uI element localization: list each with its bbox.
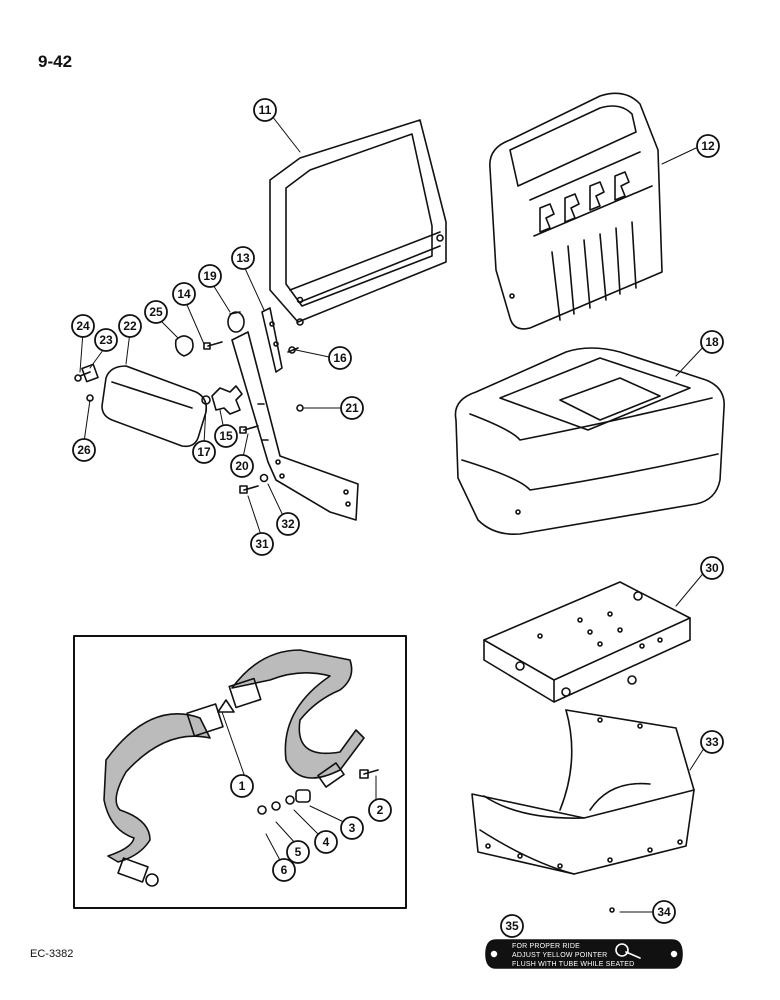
armrest-pad [101, 365, 208, 448]
callout-label-13: 13 [236, 251, 250, 265]
callout-label-20: 20 [235, 459, 249, 473]
callout-circle-35 [500, 914, 524, 938]
callout-label-17: 17 [197, 445, 211, 459]
leader-lines [79, 115, 709, 913]
callout-circle-11 [253, 98, 277, 122]
callout-circle-14 [172, 282, 196, 306]
callout-label-15: 15 [219, 429, 233, 443]
callout-label-2: 2 [377, 803, 384, 817]
armrest-bracket [227, 307, 359, 521]
callout-label-31: 31 [255, 537, 269, 551]
decal-plate [485, 939, 683, 969]
seat-belt-inset [73, 635, 407, 909]
page-number: 9-42 [38, 52, 73, 71]
seat-boot [471, 709, 695, 913]
callout-label-33: 33 [705, 735, 719, 749]
callout-circle-22 [118, 314, 142, 338]
decal-line-1: FOR PROPER RIDE [512, 943, 580, 950]
seat-cushion [454, 347, 725, 536]
callout-label-34: 34 [657, 905, 671, 919]
callout-circle-26 [72, 438, 96, 462]
callout-label-5: 5 [295, 845, 302, 859]
seat-back-cushion [489, 92, 663, 330]
callout-circle-16 [328, 346, 352, 370]
callout-circle-30 [700, 556, 724, 580]
callout-circle-31 [250, 532, 274, 556]
callout-label-4: 4 [323, 835, 330, 849]
callout-label-23: 23 [99, 333, 113, 347]
callout-circle-5 [286, 840, 310, 864]
decal-line-3: FLUSH WITH TUBE WHILE SEATED [512, 961, 634, 968]
callout-circle-4 [314, 830, 338, 854]
callout-circle-6 [272, 858, 296, 882]
callout-circle-33 [700, 730, 724, 754]
seat-belt [103, 649, 379, 887]
callout-label-11: 11 [259, 103, 272, 117]
callout-circle-2 [368, 798, 392, 822]
callout-label-26: 26 [77, 443, 91, 457]
callout-circle-18 [700, 330, 724, 354]
callout-label-14: 14 [177, 287, 191, 301]
hardware [74, 335, 304, 494]
callout-circle-25 [144, 300, 168, 324]
callout-circle-3 [340, 816, 364, 840]
callout-label-18: 18 [705, 335, 719, 349]
callout-circle-19 [198, 264, 222, 288]
suspension-base [483, 581, 691, 703]
callout-label-3: 3 [349, 821, 356, 835]
callout-circle-1 [230, 774, 254, 798]
document-code: EC-3382 [30, 948, 74, 960]
callout-label-32: 32 [281, 517, 295, 531]
callout-circle-13 [231, 246, 255, 270]
callout-circle-21 [340, 396, 364, 420]
callout-circle-15 [214, 424, 238, 448]
callout-label-35: 35 [505, 919, 519, 933]
callout-circle-32 [276, 512, 300, 536]
decal-line-2: ADJUST YELLOW POINTER [512, 952, 607, 959]
seat-back-frame [269, 119, 447, 326]
callout-label-19: 19 [203, 269, 217, 283]
callout-label-6: 6 [281, 863, 288, 877]
callout-label-25: 25 [149, 305, 163, 319]
callout-label-16: 16 [333, 351, 347, 365]
callout-circle-34 [652, 900, 676, 924]
callout-label-1: 1 [239, 779, 246, 793]
callout-label-21: 21 [345, 401, 359, 415]
callout-circle-23 [94, 328, 118, 352]
callout-label-24: 24 [76, 319, 90, 333]
callout-circle-12 [696, 134, 720, 158]
callout-label-12: 12 [701, 139, 715, 153]
callout-label-22: 22 [123, 319, 137, 333]
callout-circle-20 [230, 454, 254, 478]
callout-circle-24 [71, 314, 95, 338]
callout-label-30: 30 [705, 561, 719, 575]
callout-circle-17 [192, 440, 216, 464]
